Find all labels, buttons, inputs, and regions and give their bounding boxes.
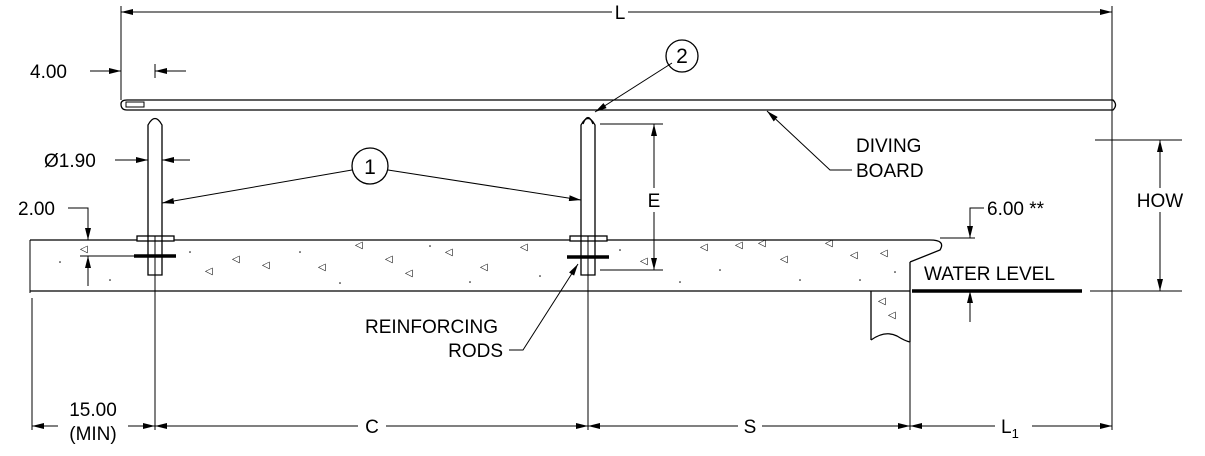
concrete-texture: ◁ ◁ ◁ ◁ ◁ ◁ ◁ ◁ ◁ ◁ ◁ ◁ ◁ ◁ ◁ ◁ ◁ ◁ ◁ ◁ …: [59, 238, 896, 321]
svg-text:◁: ◁: [318, 262, 326, 273]
rear-stand: [134, 117, 176, 284]
svg-text:◁: ◁: [80, 244, 88, 255]
svg-text:◁: ◁: [850, 250, 858, 261]
svg-text:◁: ◁: [780, 254, 788, 265]
dim-setback-line1: 15.00: [69, 400, 117, 421]
svg-text:◁: ◁: [825, 238, 833, 249]
svg-text:1: 1: [364, 156, 376, 179]
callout-bubble-1: 1: [351, 147, 389, 185]
label-reinforcing-line2: RODS: [448, 341, 503, 362]
svg-text:◁: ◁: [480, 262, 488, 273]
svg-text:◁: ◁: [355, 240, 363, 251]
dim-stand-height: E: [648, 191, 661, 212]
svg-text:◁: ◁: [262, 260, 270, 271]
dimension-lines: [32, 8, 1163, 429]
dim-board-edge-offset: 4.00: [30, 62, 67, 83]
svg-text:◁: ◁: [385, 254, 393, 265]
dim-pipe-diameter: Ø1.90: [44, 151, 96, 172]
label-water-level: WATER LEVEL: [924, 264, 1055, 285]
svg-text:◁: ◁: [888, 310, 896, 321]
svg-text:◁: ◁: [520, 242, 528, 253]
svg-text:2: 2: [676, 45, 688, 68]
dim-overhang-subscript: 1: [1012, 426, 1019, 441]
callout-bubble-2: 2: [665, 39, 699, 73]
svg-text:◁: ◁: [880, 248, 888, 259]
dim-deck-offset: 2.00: [18, 199, 55, 220]
dim-overhang-main: L: [1001, 417, 1012, 438]
svg-text:◁: ◁: [445, 247, 453, 258]
svg-text:◁: ◁: [878, 296, 886, 307]
dim-overall-length: L: [615, 3, 626, 24]
svg-text:◁: ◁: [405, 268, 413, 279]
svg-text:◁: ◁: [232, 254, 240, 265]
dim-water-offset: 6.00 **: [987, 199, 1045, 220]
dim-overhang: L1: [1001, 417, 1019, 441]
dim-stand-spacing: C: [365, 417, 379, 438]
concrete-deck: [29, 239, 943, 343]
label-reinforcing-line1: REINFORCING: [365, 317, 498, 338]
leader-lines: [161, 62, 852, 351]
dim-setback-line2: (MIN): [69, 424, 116, 445]
svg-text:◁: ◁: [735, 240, 743, 251]
front-stand: [567, 116, 609, 284]
dim-height-over-water: HOW: [1137, 191, 1184, 212]
svg-text:◁: ◁: [700, 242, 708, 253]
svg-text:◁: ◁: [205, 266, 213, 277]
label-diving-board-line2: BOARD: [856, 161, 924, 182]
svg-text:◁: ◁: [640, 256, 648, 267]
dim-front-stand-to-edge: S: [744, 417, 757, 438]
svg-text:◁: ◁: [758, 238, 766, 249]
label-diving-board-line1: DIVING: [856, 136, 921, 157]
diving-board: [120, 99, 1117, 111]
